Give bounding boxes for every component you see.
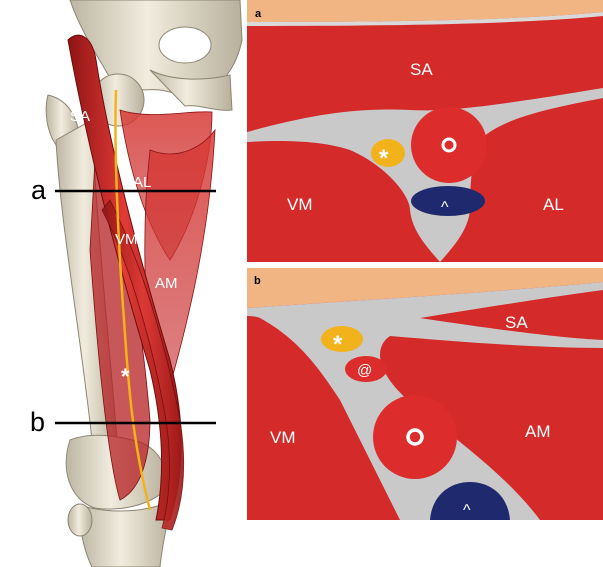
panel-a-tag: a [255, 8, 262, 20]
panel-b: b SA VM AM * @ ^ [247, 268, 603, 520]
panel-a-fascia-top [247, 12, 603, 26]
thigh-illustration: SA AL VM AM * a b [30, 0, 243, 567]
panel-b-label-am: AM [525, 422, 551, 441]
label-al-left: AL [133, 174, 151, 191]
panel-a-skin [247, 0, 603, 22]
panel-b-vein [430, 482, 510, 520]
panel-a-fascia-compartment [247, 88, 603, 262]
panel-b-artery-lumen [406, 428, 424, 446]
label-star-left: * [121, 364, 130, 389]
fibula-head [67, 503, 93, 537]
saphenous-nerve [114, 89, 152, 511]
label-am-left: AM [155, 275, 178, 292]
panel-a-artery [411, 107, 487, 183]
panel-a-artery-lumen [441, 137, 457, 153]
panel-b-small-vessel-symbol: @ [357, 362, 372, 379]
tibia [79, 499, 173, 567]
panel-separator [247, 262, 603, 268]
panel-b-small-vessel [345, 356, 387, 382]
pubic-ramus [149, 69, 233, 111]
panel-b-tag: b [254, 275, 261, 287]
panel-a-vein-symbol: ^ [441, 199, 449, 216]
panel-b-vein-symbol: ^ [463, 502, 471, 519]
section-label-b: b [30, 407, 45, 437]
label-vm-left: VM [115, 231, 138, 248]
panel-b-label-vm: VM [270, 428, 296, 447]
panel-a-label-vm: VM [287, 195, 313, 214]
label-sa-left: SA [70, 108, 90, 125]
panel-a-label-sa: SA [410, 60, 433, 79]
panel-b-artery [373, 395, 457, 479]
panel-b-nerve [321, 326, 363, 352]
panel-a-label-al: AL [543, 195, 564, 214]
panel-a: a SA VM AL * ^ [247, 0, 603, 262]
panel-b-label-sa: SA [505, 313, 528, 332]
panel-a-nerve-symbol: * [379, 145, 389, 172]
pelvis-bone [69, 0, 243, 98]
section-label-a: a [31, 175, 47, 205]
gracilis-muscle [101, 199, 185, 531]
obturator-foramen [158, 26, 212, 64]
panel-a-vein [411, 186, 485, 216]
panel-b-nerve-symbol: * [333, 331, 343, 358]
panel-b-skin [247, 268, 603, 308]
panel-a-nerve [371, 139, 405, 167]
